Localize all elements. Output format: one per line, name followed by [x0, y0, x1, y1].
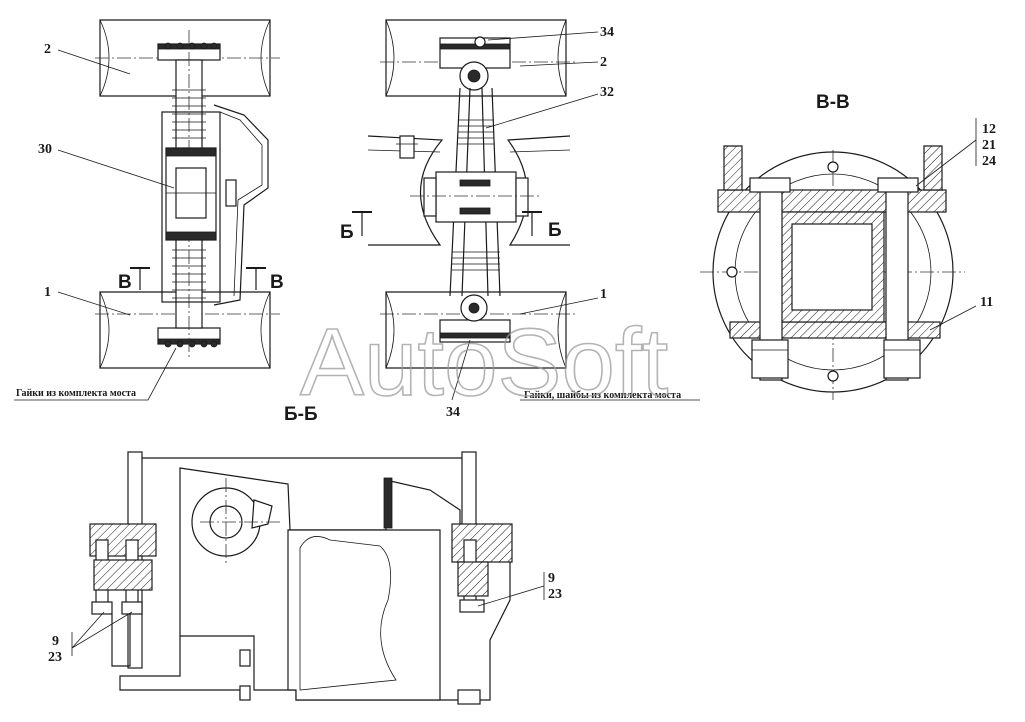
watermark: AutoSoft — [300, 309, 668, 416]
callout-24: 24 — [982, 154, 996, 169]
callout-1-left: 1 — [44, 285, 51, 300]
callout-34-bottom: 34 — [446, 405, 460, 420]
note-left: Гайки из комплекта моста — [16, 388, 136, 399]
section-bb-view — [71, 451, 545, 705]
callout-23-right: 23 — [548, 587, 562, 602]
note-right: Гайки, шайбы из комплекта моста — [524, 390, 681, 401]
callout-30: 30 — [38, 142, 52, 157]
section-bb-title: Б-Б — [284, 404, 318, 425]
section-mark-v-left: В — [118, 272, 132, 293]
callout-2-left: 2 — [44, 42, 51, 57]
callout-34-top: 34 — [600, 25, 614, 40]
callout-32: 32 — [600, 85, 614, 100]
section-mark-b-left: Б — [340, 222, 354, 243]
section-marks: В В Б Б Б-Б В-В — [118, 92, 850, 425]
callout-12: 12 — [982, 122, 996, 137]
notes: Гайки из комплекта моста Гайки, шайбы из… — [16, 388, 681, 401]
bolt-row-bottom-left — [164, 340, 218, 348]
section-mark-v-right: В — [270, 272, 284, 293]
section-vv-title: В-В — [816, 92, 850, 113]
callout-9-left: 9 — [52, 634, 59, 649]
callout-2-right: 2 — [600, 55, 607, 70]
callout-9-right: 9 — [548, 571, 555, 586]
callout-23-left: 23 — [48, 650, 62, 665]
middle-plan-view — [352, 19, 700, 401]
callout-11: 11 — [980, 295, 993, 310]
left-plan-view — [14, 19, 280, 401]
callout-21: 21 — [982, 138, 996, 153]
bolt-row-top-left — [164, 42, 218, 50]
callout-1-right: 1 — [600, 287, 607, 302]
section-vv-view — [700, 118, 977, 400]
callout-labels: 2 30 1 34 2 32 1 34 12 21 24 11 9 23 9 2… — [38, 25, 996, 665]
section-mark-b-right: Б — [548, 220, 562, 241]
